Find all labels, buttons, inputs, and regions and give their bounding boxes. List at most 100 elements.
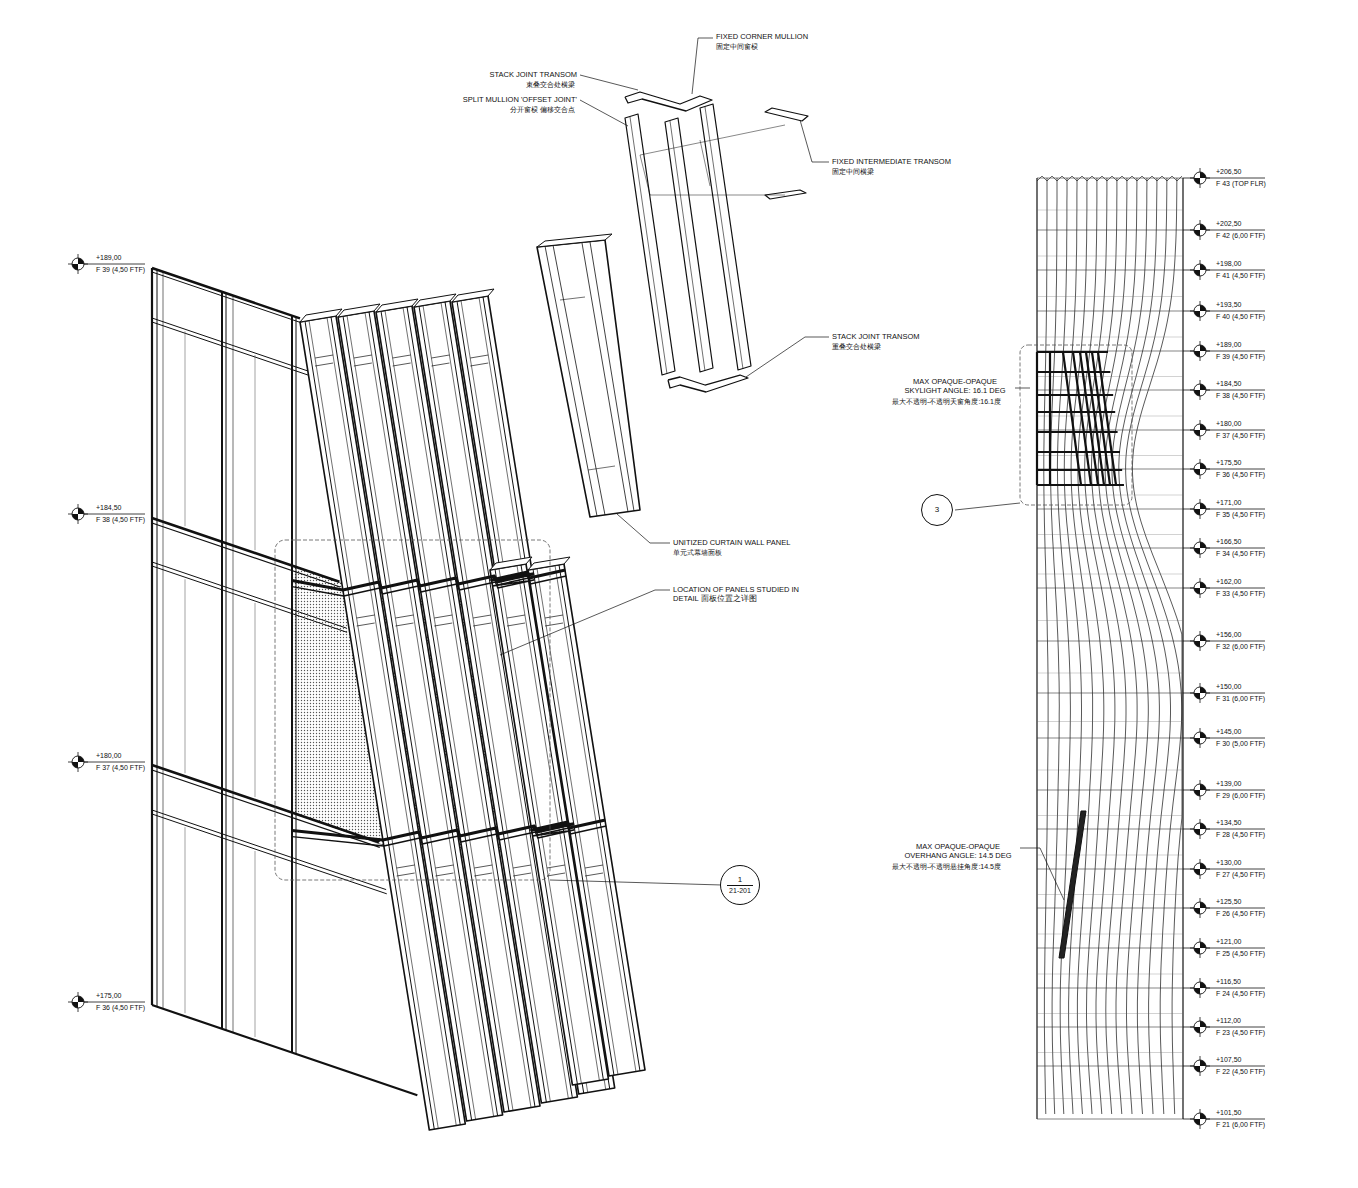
level-label: +206,50 xyxy=(1215,168,1243,176)
level-label: +125,50 xyxy=(1215,898,1243,906)
callout-bubble: 3 xyxy=(921,494,953,526)
level-line xyxy=(1206,693,1265,694)
level-label: +180,00 xyxy=(1215,420,1243,428)
level-line xyxy=(1206,469,1265,470)
curved-mullion xyxy=(1132,178,1182,1114)
level-marker xyxy=(1194,345,1206,357)
mullion xyxy=(296,317,297,1054)
floor-line xyxy=(1037,869,1183,870)
level-marker xyxy=(1194,1113,1206,1125)
level-line xyxy=(1206,641,1265,642)
transom-line xyxy=(1037,534,1183,535)
level-label: F 33 (4,50 FTF) xyxy=(1215,590,1266,598)
level-label: F 37 (4,50 FTF) xyxy=(1215,432,1266,440)
skylight-grid xyxy=(1037,394,1113,396)
level-label: +162,00 xyxy=(1215,578,1243,586)
level-marker xyxy=(1194,384,1206,396)
curved-mullion xyxy=(1105,178,1148,1114)
leader-line xyxy=(580,75,638,90)
level-marker xyxy=(1194,635,1206,647)
transom-line xyxy=(1037,721,1183,722)
level-marker xyxy=(1194,1060,1206,1072)
level-marker xyxy=(1194,823,1206,835)
fin-mullion xyxy=(537,569,618,1075)
fin-cap xyxy=(452,289,494,302)
overhang-fin xyxy=(1059,811,1086,958)
fin-transom xyxy=(395,615,413,618)
floor-line xyxy=(1037,270,1183,271)
fin-transom xyxy=(434,623,452,626)
transom-line xyxy=(1037,815,1183,816)
floor-line xyxy=(1037,1066,1183,1067)
level-label: F 25 (4,50 FTF) xyxy=(1215,950,1266,958)
transom-line xyxy=(1037,296,1183,297)
callout-label: SPLIT MULLION 'OFFSET JOINT' xyxy=(462,95,578,104)
assembly-guide xyxy=(650,195,785,196)
transom xyxy=(152,523,340,587)
panel-frame xyxy=(255,355,256,550)
fin-transom xyxy=(393,355,411,358)
panel-mullion xyxy=(582,243,628,512)
floor-line xyxy=(1037,1027,1183,1028)
level-marker xyxy=(1194,784,1206,796)
level-label: F 38 (4,50 FTF) xyxy=(1215,392,1266,400)
mullion xyxy=(291,316,293,1053)
level-line xyxy=(1206,430,1265,431)
floor-line xyxy=(1037,738,1183,739)
fin-transom xyxy=(507,623,525,626)
callout-label: 单元式幕墙面板 xyxy=(672,548,723,557)
callout-label: 固定中间横梁 xyxy=(831,167,875,176)
transom-line xyxy=(1037,673,1183,674)
level-label: F 36 (4,50 FTF) xyxy=(95,1004,146,1012)
split-mullion xyxy=(700,104,751,370)
fin-transom xyxy=(474,865,492,868)
level-marker xyxy=(1194,784,1206,796)
fin-transom xyxy=(393,363,411,366)
level-label: F 32 (6,00 FTF) xyxy=(1215,643,1266,651)
level-marker xyxy=(1194,942,1206,954)
transom-line xyxy=(1037,495,1183,496)
skylight-grid xyxy=(1037,351,1108,353)
level-marker xyxy=(72,996,84,1008)
unitized-panel xyxy=(537,240,640,517)
level-line xyxy=(84,762,145,763)
level-marker xyxy=(1194,172,1206,184)
level-line xyxy=(84,514,145,515)
floor-line xyxy=(1037,693,1183,694)
level-marker xyxy=(1194,463,1206,475)
fin-mullion xyxy=(555,566,636,1072)
leader-line xyxy=(1040,848,1064,900)
fin-transom xyxy=(397,865,415,868)
transom-line xyxy=(1037,934,1183,935)
elevation-edge xyxy=(1182,178,1183,1119)
transom-line xyxy=(1037,376,1183,377)
level-line xyxy=(1206,869,1265,870)
transom-line xyxy=(1037,416,1183,417)
intermediate-transom xyxy=(765,108,808,121)
callout-label: FIXED INTERMEDIATE TRANSOM xyxy=(831,157,952,166)
curved-mullion xyxy=(1044,178,1048,1114)
fin-transom xyxy=(431,363,449,366)
level-marker xyxy=(1194,264,1206,276)
level-marker xyxy=(1194,345,1206,357)
floor-line xyxy=(1037,430,1183,431)
curved-mullion xyxy=(1112,178,1159,1114)
leader-line xyxy=(580,100,628,126)
level-label: +202,50 xyxy=(1215,220,1243,228)
callout-label: 重叠交合处横梁 xyxy=(831,342,882,351)
level-marker xyxy=(1194,1021,1206,1033)
level-label: +101,50 xyxy=(1215,1109,1243,1117)
level-label: F 39 (4,50 FTF) xyxy=(1215,353,1266,361)
fin-transom xyxy=(357,615,375,618)
mullion-edge xyxy=(705,107,743,369)
level-marker xyxy=(72,258,84,270)
fin-transom xyxy=(434,615,452,618)
level-label: F 40 (4,50 FTF) xyxy=(1215,313,1266,321)
level-line xyxy=(1206,829,1265,830)
mullion xyxy=(226,293,227,1030)
level-marker xyxy=(72,258,84,270)
level-line xyxy=(1206,311,1265,312)
level-line xyxy=(1206,390,1265,391)
level-label: +193,50 xyxy=(1215,301,1243,309)
